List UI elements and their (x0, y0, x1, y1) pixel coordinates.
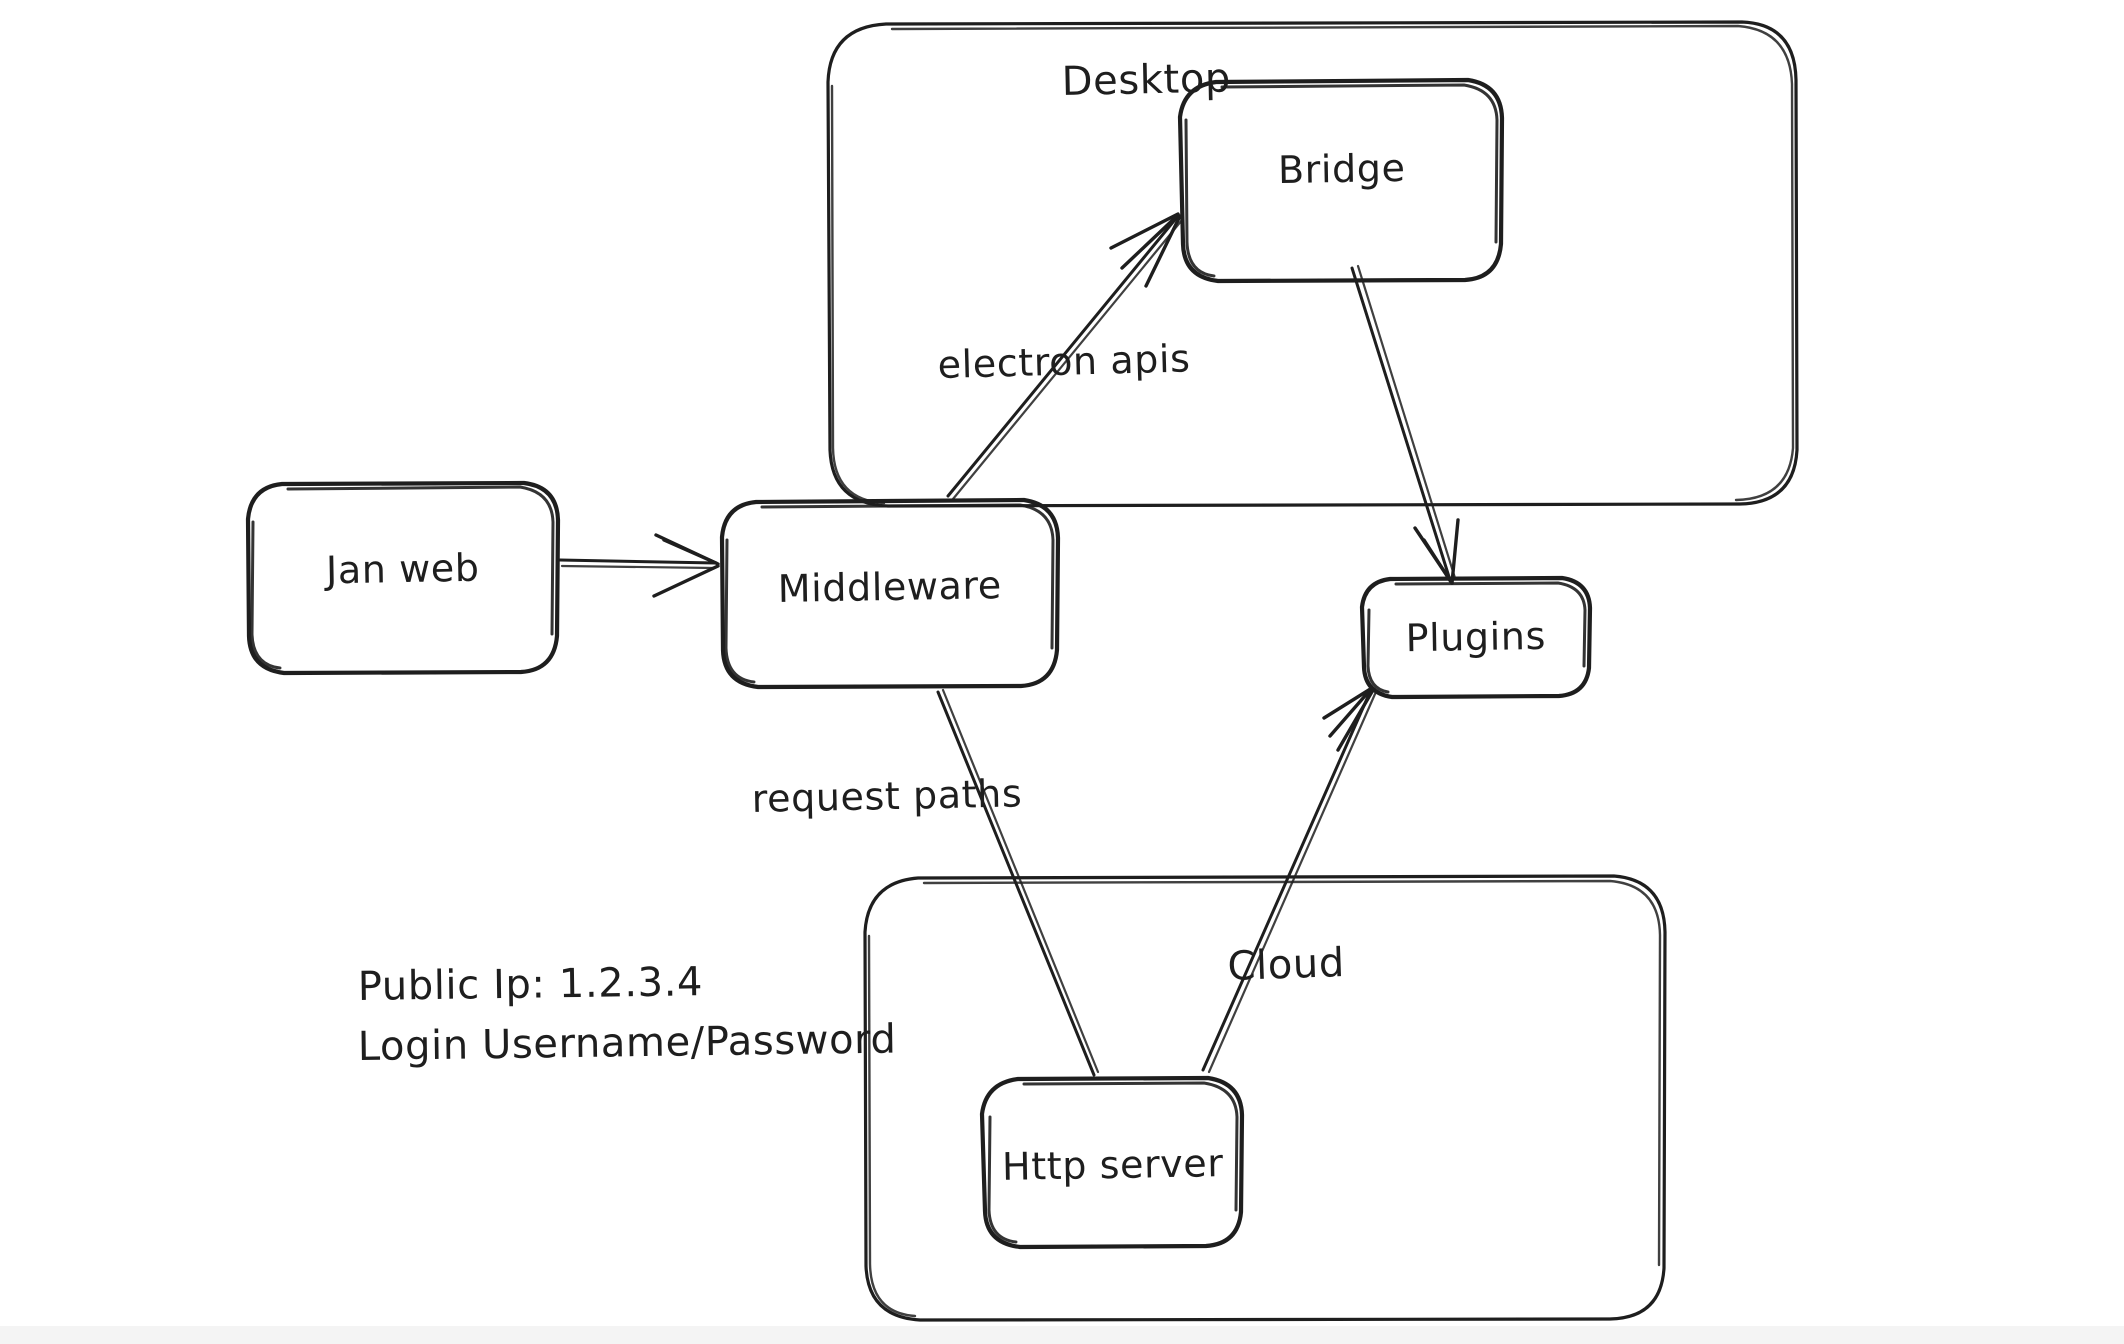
edge-middleware-to-bridge[interactable]: electron apis (937, 212, 1191, 501)
container-cloud[interactable] (863, 874, 1667, 1322)
node-label-plugins: Plugins (1405, 614, 1546, 660)
note-public-ip: Public Ip: 1.2.3.4 (357, 959, 703, 1010)
node-bridge[interactable]: Bridge (1177, 77, 1505, 284)
node-http-server[interactable]: Http server (979, 1075, 1245, 1250)
container-label-desktop: Desktop (1061, 55, 1231, 105)
edge-label-electron-apis: electron apis (937, 336, 1191, 387)
bottom-edge-band (0, 1326, 2124, 1344)
edge-label-request-paths: request paths (751, 771, 1022, 821)
node-label-http-server: Http server (1002, 1141, 1224, 1189)
node-label-middleware: Middleware (777, 563, 1002, 611)
container-desktop[interactable]: Desktop (826, 20, 1799, 508)
edge-http-to-plugins[interactable]: Cloud (1201, 686, 1377, 1074)
note-login: Login Username/Password (357, 1016, 896, 1070)
node-jan-web[interactable]: Jan web (245, 480, 561, 676)
edge-janweb-to-middleware[interactable] (558, 533, 720, 598)
edge-bridge-to-plugins[interactable] (1350, 264, 1460, 585)
node-label-bridge: Bridge (1278, 146, 1406, 192)
container-label-cloud: Cloud (1227, 940, 1346, 990)
node-label-jan-web: Jan web (324, 546, 480, 593)
edge-middleware-to-http[interactable]: request paths (751, 688, 1100, 1077)
notes-block: Public Ip: 1.2.3.4 Login Username/Passwo… (357, 959, 896, 1070)
node-plugins[interactable]: Plugins (1359, 575, 1593, 700)
node-middleware[interactable]: Middleware (719, 497, 1061, 690)
